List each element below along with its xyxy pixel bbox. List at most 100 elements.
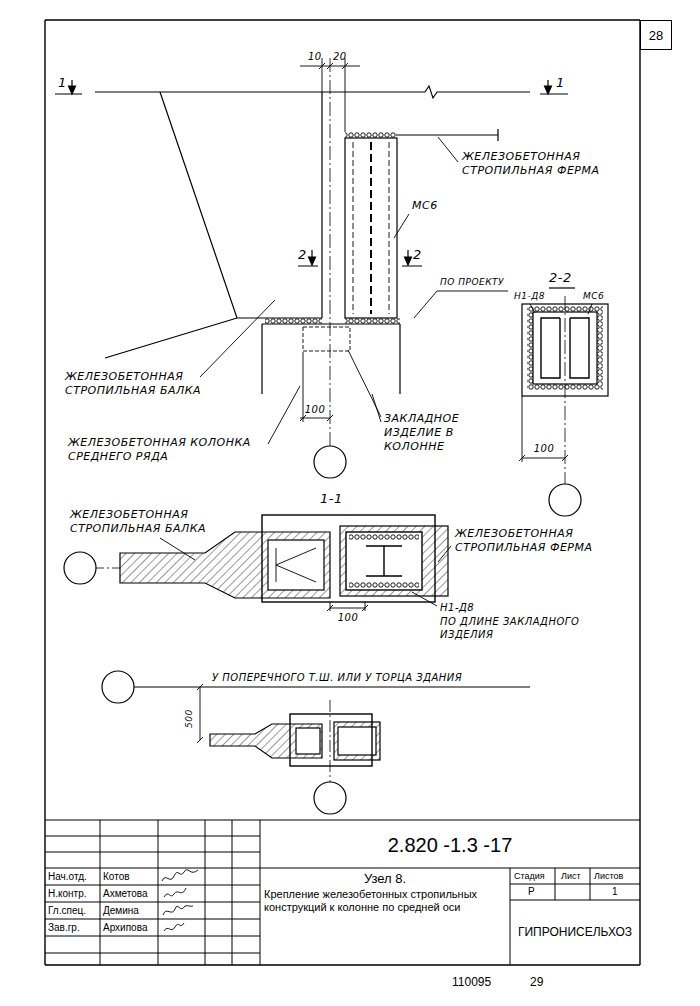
- dimension-line: [197, 684, 203, 743]
- table-cell: Гл.спец.: [48, 905, 86, 917]
- page-number: 29: [530, 975, 543, 989]
- beam-plan: [120, 532, 330, 598]
- section-arrow: [298, 250, 422, 266]
- caption-underline: [134, 686, 530, 687]
- section-arrow: [405, 257, 412, 265]
- table-cell: Листов: [594, 871, 623, 882]
- dimension-line: [327, 602, 368, 611]
- table-cell: Ахметова: [103, 888, 148, 900]
- channel-profile: [366, 546, 402, 576]
- section-mark: 2: [298, 247, 307, 263]
- part-label: ЖЕЛЕЗОБЕТОННАЯ СТРОПИЛЬНАЯ БАЛКА: [65, 370, 240, 398]
- view-caption: У ПОПЕРЕЧНОГО Т.Ш. ИЛИ У ТОРЦА ЗДАНИЯ: [212, 672, 462, 685]
- table-cell: Нач.отд.: [48, 871, 87, 883]
- truss-outline: [397, 129, 498, 141]
- anchor-bar: [276, 548, 316, 582]
- weld-note: ПО ДЛИНЕ ЗАКЛАДНОГО ИЗДЕЛИЯ: [440, 616, 615, 641]
- section-mark: 1: [58, 75, 67, 91]
- dimension-text: 10: [308, 51, 322, 64]
- part-label: ЖЕЛЕЗОБЕТОННАЯ СТРОПИЛЬНАЯ БАЛКА: [70, 508, 245, 536]
- table-cell: Архипова: [103, 922, 147, 934]
- axis-bubble: [64, 552, 96, 584]
- table-cell: Н.контр.: [48, 888, 87, 900]
- truss-post: [345, 138, 397, 318]
- table-cell: Зав.гр.: [48, 922, 80, 934]
- elevation-view: [55, 58, 568, 478]
- sheet-frame: [45, 20, 640, 965]
- channel-plan: [346, 532, 422, 590]
- dimension-text: 20: [333, 51, 347, 64]
- leader-line: [530, 304, 592, 314]
- axis-line: [330, 58, 331, 446]
- weld-seam: [349, 534, 419, 540]
- weld-label: Н1-Д8: [440, 602, 474, 615]
- table-cell: Демина: [103, 905, 139, 917]
- table-cell: Лист: [561, 871, 581, 882]
- title-underline: [549, 287, 575, 288]
- axis-bubble: [314, 782, 346, 814]
- table-cell: Стадия: [514, 871, 545, 882]
- axis-bubble: [314, 446, 346, 478]
- page-number-box: 28: [640, 20, 672, 50]
- part-label: ЖЕЛЕЗОБЕТОННАЯ КОЛОНКА СРЕДНЕГО РЯДА: [68, 436, 298, 464]
- section-title: 1-1: [320, 491, 343, 507]
- section-2-2: [519, 288, 608, 516]
- channel-profile: [370, 142, 372, 314]
- part-label: ЖЕЛЕЗОБЕТОННАЯ СТРОПИЛЬНАЯ ФЕРМА: [455, 527, 630, 555]
- axis-line: [330, 700, 331, 782]
- end-bay-plan: [102, 671, 530, 814]
- dimension-text: 100: [305, 404, 326, 417]
- table-cell: 1: [612, 886, 618, 898]
- title-block-grid: [45, 820, 640, 965]
- table-cell: Р: [528, 886, 535, 898]
- sheet-frame: [45, 20, 640, 965]
- weld-seam: [349, 582, 419, 588]
- part-label: ЗАКЛАДНОЕ ИЗДЕЛИЕ В КОЛОННЕ: [384, 412, 494, 453]
- section-arrow: [545, 86, 552, 94]
- sheet-title: Крепление железобетонных стропильных кон…: [264, 888, 508, 914]
- leader-line: [160, 538, 451, 606]
- column-plan: [290, 714, 372, 766]
- weld-label: Н1-Д8: [514, 291, 545, 302]
- section-mark: 1: [556, 75, 565, 91]
- section-title: 2-2: [549, 270, 572, 286]
- level-note: ПО ПРОЕКТУ: [440, 277, 504, 288]
- part-label: ЖЕЛЕЗОБЕТОННАЯ СТРОПИЛЬНАЯ ФЕРМА: [462, 150, 637, 178]
- column-outline: [262, 324, 400, 394]
- dimension-text: 100: [534, 443, 555, 456]
- dimension-text: 500: [184, 709, 195, 728]
- channel-plan: [338, 727, 376, 755]
- truss-plan: [334, 722, 380, 760]
- sheet-title: Узел 8.: [364, 871, 406, 887]
- section-mark: 2: [413, 247, 422, 263]
- drawing-code: 2.820 -1.3 -17: [388, 833, 513, 857]
- weld-seam: [265, 318, 322, 324]
- embedded-plate: [296, 728, 320, 754]
- organization-name: ГИПРОНИСЕЛЬХОЗ: [518, 925, 632, 939]
- sheet-number: 28: [649, 28, 663, 43]
- axis-line: [565, 296, 566, 484]
- weld-seam: [345, 132, 397, 138]
- beam-outline: [105, 92, 322, 358]
- section-arrow: [309, 257, 316, 265]
- column-plan: [262, 515, 435, 602]
- reinforcement: [353, 142, 389, 314]
- dimension-text: 100: [338, 612, 359, 625]
- axis-bubble: [102, 671, 134, 703]
- beam-plan: [210, 724, 322, 758]
- embedded-plate: [303, 327, 350, 351]
- level-mark: [414, 291, 508, 318]
- embedded-plate: [268, 540, 324, 590]
- profile-label: МС6: [412, 199, 438, 213]
- archive-number: 110095: [452, 975, 491, 989]
- dimension-line: [300, 352, 333, 422]
- signature: [162, 870, 198, 931]
- table-cell: Котов: [103, 871, 130, 883]
- weld-seam: [345, 318, 400, 324]
- profile-label: МС6: [583, 291, 604, 302]
- axis-line: [96, 568, 120, 569]
- dimension-line: [519, 396, 568, 462]
